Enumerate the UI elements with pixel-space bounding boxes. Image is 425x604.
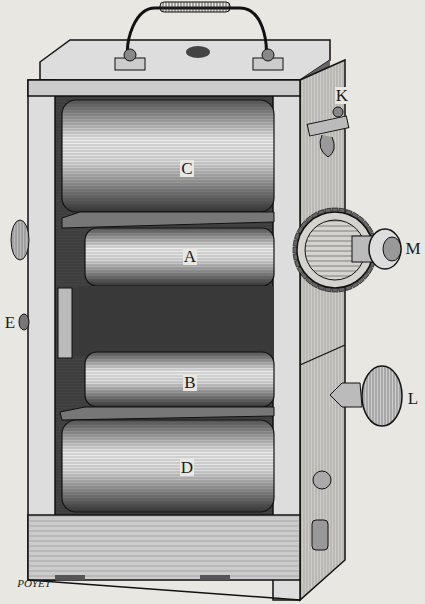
label-holder: B: [183, 374, 196, 392]
part-letter: A: [183, 248, 197, 265]
callout-letter: M: [404, 240, 421, 257]
callout-letter: E: [4, 314, 16, 331]
engraver-signature: POYET: [16, 578, 52, 589]
label-holder: K: [335, 87, 349, 105]
label-holder: L: [407, 390, 419, 408]
part-letter: D: [180, 459, 194, 476]
label-holder: M: [404, 240, 421, 258]
label-holder: E: [4, 314, 16, 332]
part-letter: C: [180, 160, 193, 177]
part-letter: B: [183, 374, 196, 391]
gear-wheel: [293, 208, 377, 292]
callout-letter: L: [407, 390, 419, 407]
callout-letter: K: [335, 87, 349, 104]
label-holder: A: [183, 248, 197, 266]
label-holder: C: [180, 160, 193, 178]
label-holder: POYET: [16, 573, 52, 591]
label-holder: D: [180, 459, 194, 477]
